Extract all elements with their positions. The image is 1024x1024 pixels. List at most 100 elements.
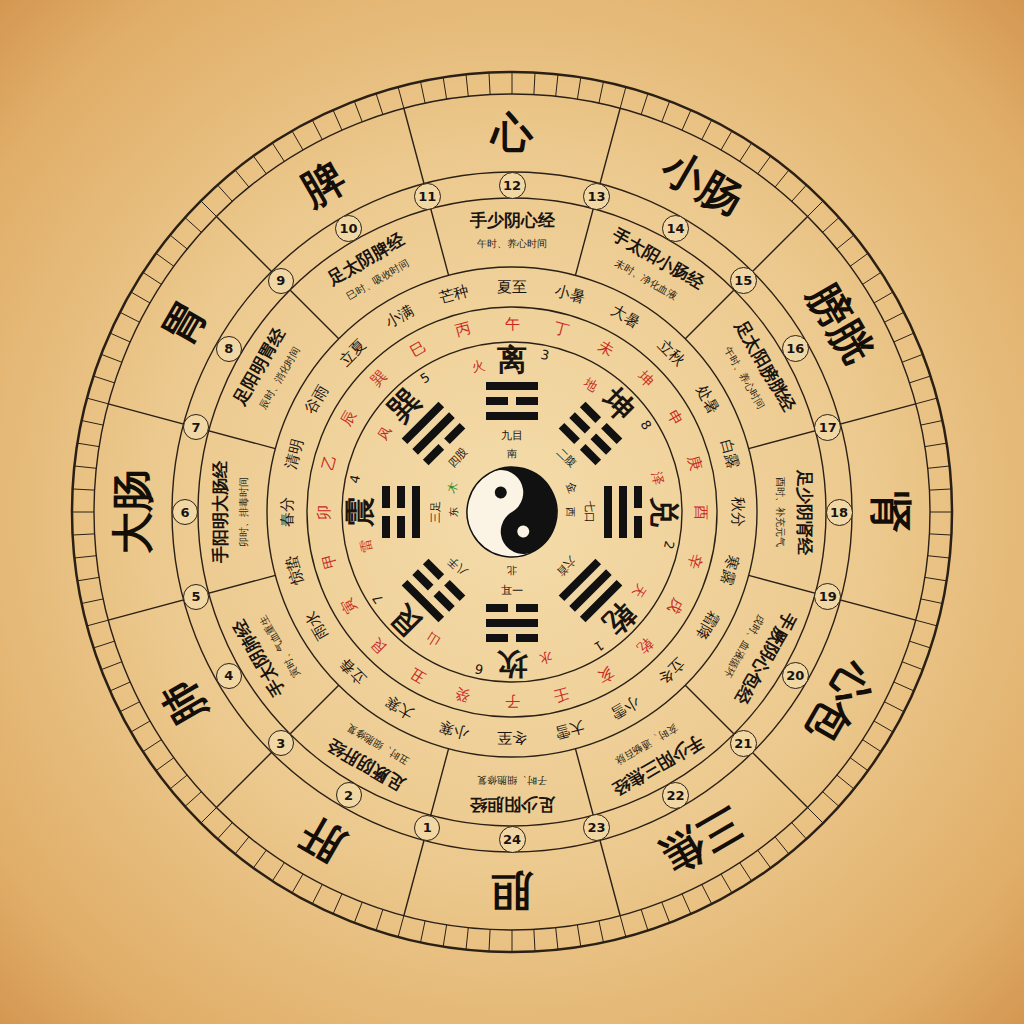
hour-circle: 19 bbox=[814, 583, 841, 610]
hour-circle: 2 bbox=[336, 782, 362, 808]
trigram-number: 1 bbox=[592, 638, 606, 653]
trigram-symbol bbox=[604, 486, 642, 538]
tick-mark bbox=[110, 333, 130, 342]
organ-name: 三焦 bbox=[655, 801, 749, 879]
trigram-image: 山 bbox=[424, 630, 442, 648]
solar-term: 夏至 bbox=[497, 280, 527, 295]
hour-number: 22 bbox=[666, 789, 684, 802]
element-text: 木 bbox=[445, 481, 459, 495]
hour-number: 5 bbox=[192, 590, 201, 603]
trigram-line bbox=[486, 382, 538, 390]
tick-mark bbox=[421, 82, 426, 104]
solar-term: 秋分 bbox=[730, 497, 745, 527]
solar-term: 谷雨 bbox=[303, 383, 331, 416]
trigram-line bbox=[397, 486, 405, 508]
tick-mark bbox=[910, 641, 931, 648]
sector-divider bbox=[575, 749, 620, 916]
tick-mark bbox=[894, 682, 914, 691]
meridian-name: 手少阴心经 bbox=[470, 212, 555, 229]
tick-mark bbox=[82, 599, 104, 604]
direction-text: 南 bbox=[507, 449, 517, 459]
sector-divider bbox=[404, 108, 449, 275]
tick-mark bbox=[131, 292, 150, 303]
tick-mark bbox=[916, 398, 937, 404]
tick-mark bbox=[443, 925, 446, 947]
tick-mark bbox=[792, 185, 807, 201]
tick-mark bbox=[94, 641, 115, 648]
tick-mark bbox=[333, 894, 342, 914]
organ-name: 肝 bbox=[294, 812, 351, 869]
trigram-symbols bbox=[382, 382, 642, 642]
mountain-name: 亥 bbox=[596, 665, 616, 685]
tick-mark bbox=[218, 823, 233, 839]
sector-divider bbox=[749, 404, 916, 449]
tick-mark bbox=[398, 87, 404, 108]
hour-circle: 13 bbox=[583, 183, 610, 210]
mountain-name: 艮 bbox=[368, 634, 389, 655]
palace-text: 一耳 bbox=[501, 584, 523, 595]
tick-mark bbox=[910, 376, 931, 383]
trigram-line bbox=[382, 486, 390, 508]
sector-divider bbox=[216, 216, 338, 338]
solar-term: 大暑 bbox=[608, 303, 641, 331]
trigram-name: 艮 bbox=[383, 598, 425, 640]
tick-mark bbox=[641, 910, 648, 931]
solar-term: 惊蛰 bbox=[284, 554, 306, 587]
yin-dot bbox=[493, 484, 509, 500]
tick-mark bbox=[929, 489, 951, 490]
hour-circle: 5 bbox=[183, 584, 209, 610]
solar-term: 小满 bbox=[383, 303, 416, 331]
trigram-image: 天 bbox=[630, 583, 648, 601]
mountain-name: 申 bbox=[665, 408, 685, 428]
mountain-name: 酉 bbox=[693, 505, 708, 520]
trigram-line bbox=[423, 559, 444, 580]
organ-name: 胃 bbox=[155, 294, 212, 351]
trigram-line bbox=[444, 580, 465, 601]
sector-divider bbox=[575, 108, 620, 275]
tick-mark bbox=[87, 620, 108, 626]
tick-mark bbox=[599, 921, 604, 943]
meridian-time: 午时、养心时间 bbox=[477, 239, 547, 249]
mountain-name: 辰 bbox=[339, 408, 359, 428]
tick-mark bbox=[894, 333, 914, 342]
mountain-name: 午 bbox=[505, 317, 520, 332]
trigram-name: 巽 bbox=[383, 383, 425, 425]
tick-mark bbox=[740, 863, 752, 881]
mountain-name: 丁 bbox=[551, 321, 569, 339]
meridian-name: 手太阴肺经 bbox=[230, 617, 287, 699]
hour-number: 4 bbox=[224, 669, 233, 682]
tick-mark bbox=[577, 925, 580, 947]
tick-mark bbox=[292, 874, 303, 893]
trigram-line bbox=[559, 423, 580, 444]
palace-text: 八手 bbox=[446, 555, 469, 578]
trigram-number: 2 bbox=[661, 540, 675, 551]
mountain-name: 乙 bbox=[321, 454, 339, 472]
tick-mark bbox=[837, 235, 854, 249]
tick-mark bbox=[143, 740, 161, 752]
hour-circle: 20 bbox=[782, 662, 809, 689]
trigram-name: 兑 bbox=[649, 497, 679, 527]
meridian-name: 足厥阴肝经 bbox=[325, 736, 407, 793]
tick-mark bbox=[333, 110, 342, 130]
tick-mark bbox=[682, 894, 691, 914]
tick-mark bbox=[354, 902, 362, 923]
solar-term: 冬至 bbox=[497, 730, 527, 745]
hour-number: 15 bbox=[734, 274, 752, 287]
ring-circle bbox=[342, 342, 682, 682]
tick-mark bbox=[87, 398, 108, 404]
tick-mark bbox=[312, 120, 322, 140]
trigram-image: 火 bbox=[470, 358, 486, 374]
hour-number: 14 bbox=[666, 222, 684, 235]
tick-mark bbox=[721, 874, 732, 893]
hour-number: 23 bbox=[588, 821, 606, 834]
tick-mark bbox=[376, 910, 383, 931]
tick-mark bbox=[916, 620, 937, 626]
tick-mark bbox=[721, 131, 732, 150]
trigram-line bbox=[619, 486, 627, 538]
tick-mark bbox=[185, 218, 201, 233]
tick-mark bbox=[170, 235, 187, 249]
tick-mark bbox=[512, 930, 513, 952]
hour-circle: 1 bbox=[414, 815, 440, 841]
yin-yang-symbol bbox=[451, 451, 574, 574]
trigram-symbol bbox=[382, 486, 420, 538]
